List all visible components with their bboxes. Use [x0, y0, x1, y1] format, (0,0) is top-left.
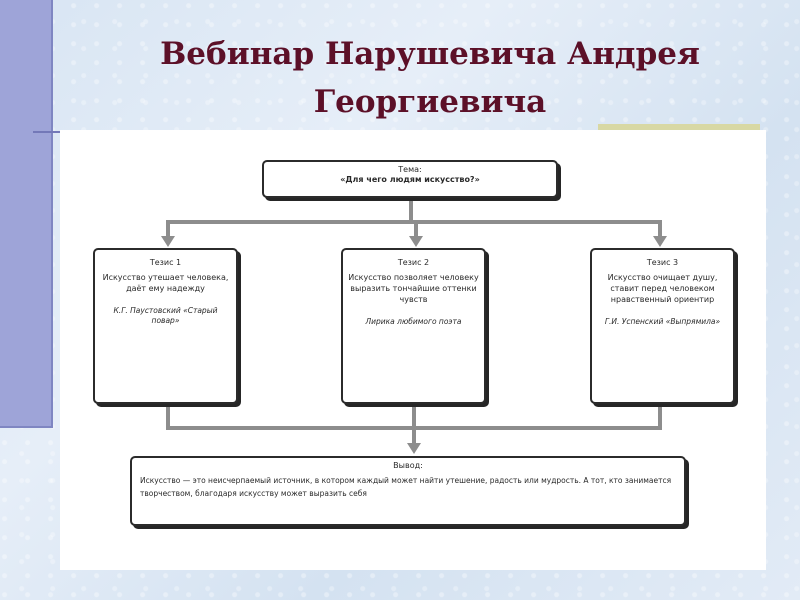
arrow-to-conclusion	[407, 443, 421, 454]
thesis-example: К.Г. Паустовский «Старый повар»	[113, 306, 218, 325]
thesis-1-box: Тезис 1 Искусство утешает человека, даёт…	[93, 248, 238, 404]
connector-thesis-1-down	[166, 406, 170, 428]
topic-text: «Для чего людям искусство?»	[340, 175, 480, 184]
arrow-to-thesis-1	[161, 236, 175, 247]
conclusion-label: Вывод:	[393, 461, 423, 470]
thesis-3-box: Тезис 3 Искусство очищает душу, ставит п…	[590, 248, 735, 404]
conclusion-text: Искусство — это неисчерпаемый источник, …	[140, 476, 672, 498]
connector-to-conclusion	[412, 406, 416, 444]
connector-to-thesis-1	[166, 220, 170, 238]
connector-thesis-3-down	[658, 406, 662, 428]
thesis-example: Лирика любимого поэта	[365, 317, 462, 326]
slide-title: Вебинар Нарушевича Андрея Георгиевича	[160, 36, 700, 120]
connector-to-thesis-2	[414, 220, 418, 238]
thesis-2-box: Тезис 2 Искусство позволяет человеку выр…	[341, 248, 486, 404]
topic-box: Тема: «Для чего людям искусство?»	[262, 160, 558, 198]
topic-label: Тема:	[398, 165, 422, 174]
arrow-to-thesis-2	[409, 236, 423, 247]
thesis-text: Искусство утешает человека, даёт ему над…	[102, 273, 229, 293]
thesis-text: Искусство очищает душу, ставит перед чел…	[607, 273, 718, 304]
thesis-label: Тезис 2	[397, 258, 430, 267]
diagram-panel: Тема: «Для чего людям искусство?» Тезис …	[60, 130, 766, 570]
decorative-side-bar	[0, 0, 53, 428]
thesis-label: Тезис 3	[646, 258, 679, 267]
connector-to-thesis-3	[658, 220, 662, 238]
thesis-example: Г.И. Успенский «Выпрямила»	[604, 317, 721, 326]
decorative-accent-line	[33, 131, 63, 133]
thesis-label: Тезис 1	[149, 258, 182, 267]
connector-topic-down	[409, 200, 413, 222]
arrow-to-thesis-3	[653, 236, 667, 247]
conclusion-box: Вывод: Искусство — это неисчерпаемый ист…	[130, 456, 686, 526]
thesis-text: Искусство позволяет человеку выразить то…	[348, 273, 479, 304]
